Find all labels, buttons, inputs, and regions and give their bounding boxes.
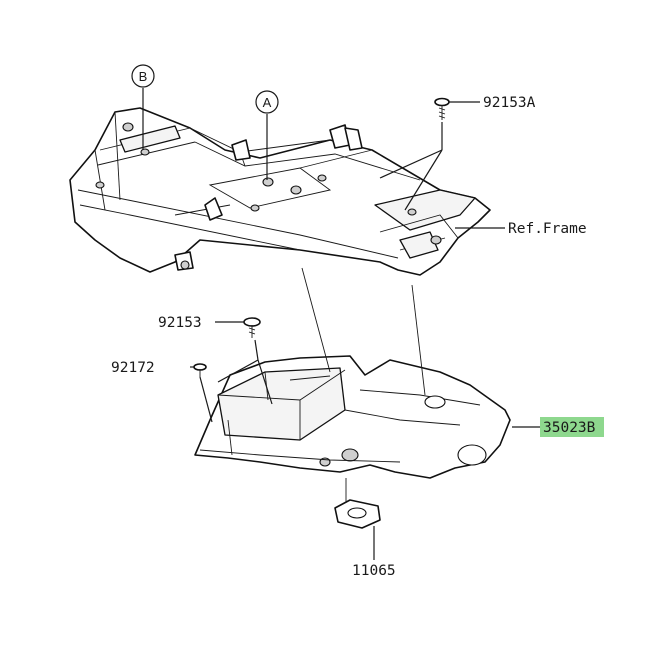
part-label-92153[interactable]: 92153 — [158, 315, 202, 331]
leader-lines — [142, 88, 540, 560]
bolt-92153A-icon — [434, 97, 450, 120]
callout-b-label: B — [139, 69, 148, 84]
clip-92172-icon — [193, 363, 207, 377]
part-label-35023B[interactable]: 35023B — [543, 420, 596, 436]
callout-b: B — [131, 64, 155, 88]
frame-assembly — [69, 107, 491, 276]
callout-a-label: A — [263, 95, 272, 110]
part-label-92172[interactable]: 92172 — [111, 360, 155, 376]
under-tray-part — [194, 355, 511, 479]
part-label-92153A[interactable]: 92153A — [483, 95, 536, 111]
part-label-ref-frame[interactable]: Ref.Frame — [508, 221, 587, 237]
grommet-part — [334, 495, 381, 529]
highlight-box — [540, 417, 604, 437]
callout-a: A — [255, 90, 279, 114]
bolt-92153-icon — [243, 317, 261, 338]
part-label-11065[interactable]: 11065 — [352, 563, 396, 579]
